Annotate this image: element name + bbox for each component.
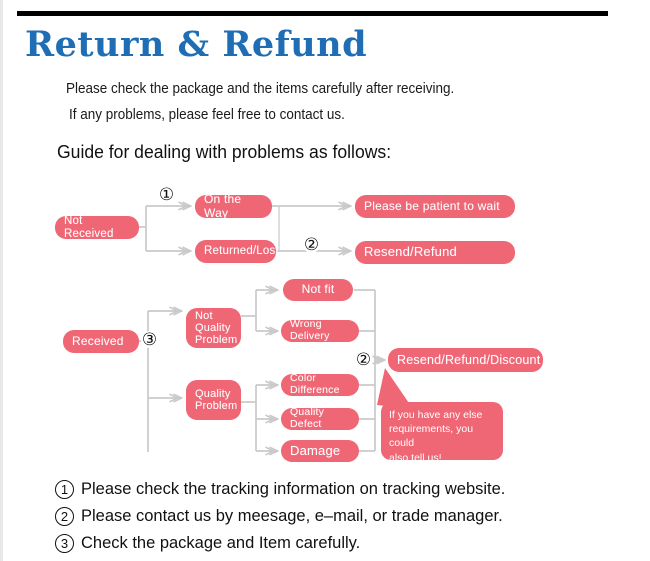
- node-damage-label: Damage: [290, 442, 341, 458]
- footer-number-1: 1: [55, 479, 74, 499]
- node-returned-lost-label: Returned/Lost: [204, 245, 279, 258]
- callout-tail-icon: [377, 368, 413, 409]
- node-wrong-delivery[interactable]: Wrong Delivery: [281, 318, 359, 342]
- node-on-the-way[interactable]: On the Way: [195, 192, 272, 220]
- node-received[interactable]: Received: [63, 330, 139, 353]
- footer-text-1: Please check the tracking information on…: [81, 479, 506, 498]
- callout-line-1: If you have any else: [389, 409, 483, 421]
- footer-number-3: 3: [55, 533, 74, 553]
- footer-number-2: 2: [55, 506, 74, 526]
- nqp-line-2: Quality: [195, 321, 231, 334]
- node-wrong-delivery-label: Wrong Delivery: [290, 318, 330, 342]
- node-not-fit-label: Not fit: [301, 282, 335, 297]
- node-quality-defect[interactable]: Quality Defect: [281, 406, 359, 430]
- marker-circle-two-top: ②: [303, 234, 320, 254]
- callout-line-3: also tell us!: [389, 451, 442, 464]
- node-please-be-patient-label: Please be patient to wait: [364, 198, 500, 213]
- node-on-the-way-label: On the Way: [204, 192, 242, 220]
- qp-line-1: Quality: [195, 387, 231, 400]
- problem-flowchart: Not Received On the Way Returned/Lost Pl…: [3, 0, 650, 561]
- node-not-quality-problem-label: Not Quality Problem: [195, 309, 238, 347]
- header-rule: [17, 11, 608, 16]
- callout-bubble: If you have any else requirements, you c…: [381, 402, 503, 464]
- footer-item-2: 2 Please contact us by meesage, e–mail, …: [55, 506, 516, 526]
- footer-item-3: 3 Check the package and Item carefully.: [55, 533, 369, 553]
- page-title: Return & Refund: [25, 24, 368, 65]
- node-color-difference-label: Color Difference: [290, 372, 340, 396]
- node-please-be-patient-to-wait[interactable]: Please be patient to wait: [355, 195, 515, 218]
- node-not-received[interactable]: Not Received: [55, 214, 139, 240]
- intro-line-1: Please check the package and the items c…: [66, 81, 455, 97]
- node-received-label: Received: [72, 333, 124, 348]
- node-damage[interactable]: Damage: [281, 440, 359, 462]
- guide-heading: Guide for dealing with problems as follo…: [57, 141, 392, 162]
- node-resend-refund-label: Resend/Refund: [364, 244, 457, 260]
- footer-item-1: 1 Please check the tracking information …: [55, 479, 519, 499]
- node-not-fit[interactable]: Not fit: [283, 279, 353, 301]
- node-returned-lost[interactable]: Returned/Lost: [195, 240, 279, 263]
- node-resend-refund-discount-label: Resend/Refund/Discount: [397, 353, 541, 367]
- marker-circle-one: ①: [158, 184, 175, 204]
- node-quality-problem-label: Quality Problem: [195, 387, 238, 413]
- node-not-quality-problem[interactable]: Not Quality Problem: [186, 308, 241, 348]
- node-not-received-label: Not Received: [64, 214, 114, 240]
- node-quality-defect-label: Quality Defect: [290, 406, 325, 430]
- node-color-difference[interactable]: Color Difference: [281, 372, 359, 396]
- qp-line-2: Problem: [195, 400, 238, 412]
- nqp-line-3: Problem: [195, 334, 238, 347]
- node-resend-refund-discount[interactable]: Resend/Refund/Discount: [388, 348, 543, 372]
- nqp-line-1: Not: [195, 309, 213, 322]
- marker-circle-two-bottom: ②: [355, 349, 372, 369]
- node-quality-problem[interactable]: Quality Problem: [186, 380, 241, 420]
- footer-text-3: Check the package and Item carefully.: [81, 533, 361, 552]
- callout-line-2: requirements, you could: [389, 423, 474, 450]
- node-resend-refund[interactable]: Resend/Refund: [355, 241, 515, 264]
- intro-line-2: If any problems, please feel free to con…: [69, 107, 345, 123]
- footer-text-2: Please contact us by meesage, e–mail, or…: [81, 506, 503, 525]
- marker-circle-three: ③: [141, 329, 158, 349]
